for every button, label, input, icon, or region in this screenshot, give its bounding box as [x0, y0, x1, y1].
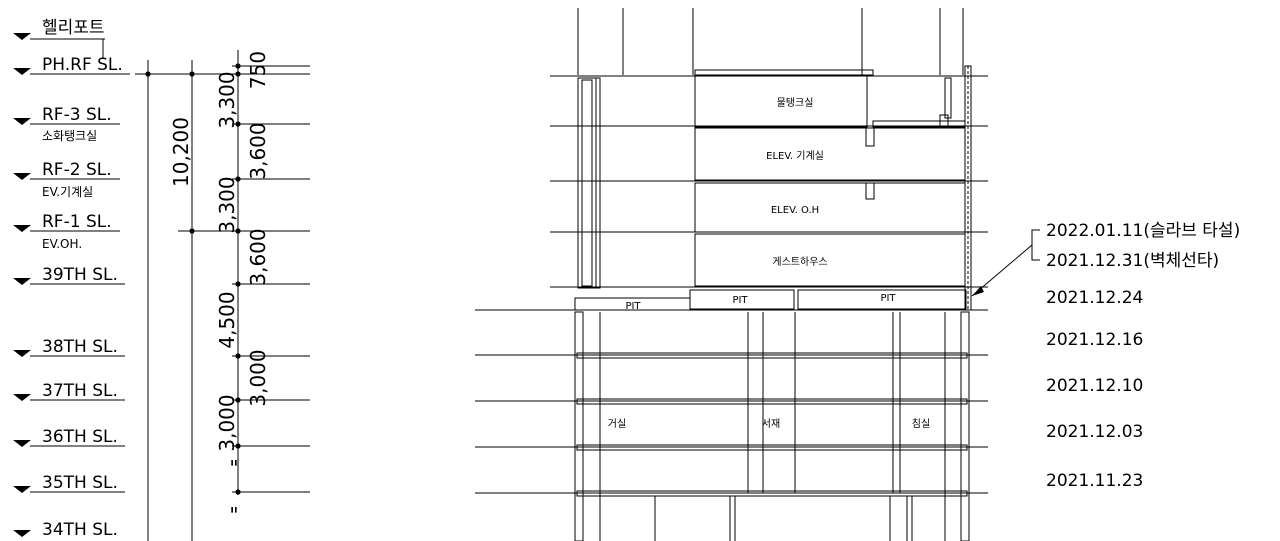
dimension-ditto: ": [229, 503, 238, 527]
level-mark-34th: 34TH SL.: [13, 520, 118, 540]
level-label: 35TH SL.: [42, 473, 118, 493]
dimension-lines: 10,200 750 3,300 3,600 3,300 3,600 4,500…: [135, 50, 310, 541]
room-label: 거실: [608, 418, 626, 430]
room-label: PIT: [625, 301, 641, 312]
level-label: 36TH SL.: [42, 427, 118, 447]
level-label: 헬리포트: [42, 18, 105, 38]
dimension-segment: 3,000: [246, 349, 270, 406]
level-label: RF-2 SL.: [42, 160, 112, 180]
room-label: ELEV. O.H: [771, 205, 819, 216]
dimension-segment: 3,600: [246, 228, 270, 285]
date-label: 2022.01.11(슬라브 타설): [1046, 221, 1240, 241]
level-label: 38TH SL.: [42, 337, 118, 357]
dimension-segment: 3,300: [215, 71, 239, 128]
room-label: 침실: [912, 418, 930, 430]
level-list: 헬리포트 PH.RF SL. RF-3 SL. 소화탱크실 RF-2 SL. E…: [13, 18, 130, 540]
level-mark-38th: 38TH SL.: [13, 337, 125, 357]
level-label: 37TH SL.: [42, 381, 118, 401]
dimension-total: 10,200: [169, 117, 193, 187]
level-mark-rf2: RF-2 SL. EV.기계실: [13, 160, 120, 199]
level-mark-39th: 39TH SL.: [13, 265, 125, 285]
level-sublabel: EV.OH.: [42, 237, 82, 251]
room-label: PIT: [880, 293, 896, 304]
date-label: 2021.12.16: [1046, 330, 1143, 350]
date-label: 2021.11.23: [1046, 471, 1143, 491]
dimension-ditto: ": [229, 456, 238, 480]
dimension-segment: 3,000: [215, 394, 239, 451]
room-label: PIT: [732, 295, 748, 306]
level-mark-rf3: RF-3 SL. 소화탱크실: [13, 105, 120, 143]
level-mark-phrf: PH.RF SL.: [13, 39, 130, 75]
level-mark-rf1: RF-1 SL. EV.OH.: [13, 212, 120, 251]
level-sublabel: EV.기계실: [42, 185, 93, 199]
dimension-segment: 3,600: [246, 122, 270, 179]
level-mark-37th: 37TH SL.: [13, 381, 125, 401]
pour-date-annotations: 2022.01.11(슬라브 타설) 2021.12.31(벽체선타) 2021…: [971, 221, 1240, 491]
room-label: 물탱크실: [777, 97, 814, 109]
room-label: ELEV. 기계실: [766, 150, 824, 162]
date-label: 2021.12.10: [1046, 376, 1143, 396]
level-sublabel: 소화탱크실: [42, 129, 97, 143]
level-label: 39TH SL.: [42, 265, 118, 285]
level-mark-35th: 35TH SL.: [13, 473, 125, 493]
dimension-segment: 3,300: [215, 176, 239, 233]
room-label: 서재: [762, 418, 780, 430]
date-label: 2021.12.24: [1046, 288, 1143, 308]
level-label: RF-3 SL.: [42, 105, 112, 125]
date-label: 2021.12.31(벽체선타): [1046, 251, 1219, 271]
dimension-segment: 750: [246, 51, 270, 89]
level-label: PH.RF SL.: [42, 55, 123, 75]
date-label: 2021.12.03: [1046, 422, 1143, 442]
level-mark-36th: 36TH SL.: [13, 427, 125, 447]
room-label: 게스트하우스: [772, 255, 827, 268]
level-label: RF-1 SL.: [42, 212, 112, 232]
level-label: 34TH SL.: [42, 520, 118, 540]
dimension-segment: 4,500: [215, 291, 239, 348]
building-section: 물탱크실 ELEV. 기계실 ELEV. O.H 게스트하우스 PIT PIT …: [475, 8, 988, 541]
level-mark-heliport: 헬리포트: [13, 18, 105, 40]
